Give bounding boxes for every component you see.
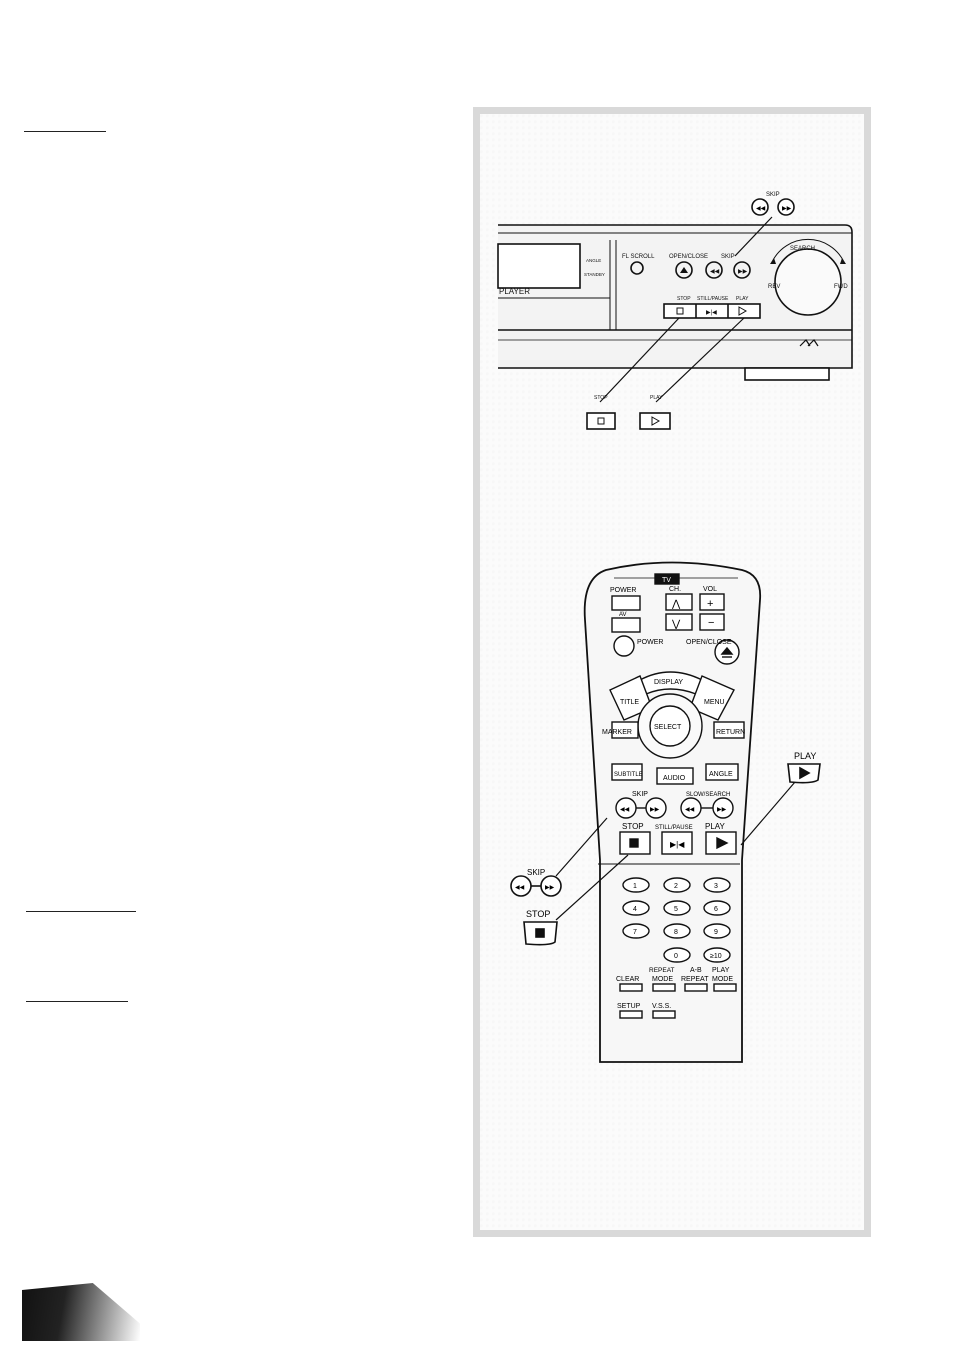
remote-select-label: SELECT xyxy=(654,724,682,731)
player-standby: STANDBY xyxy=(584,272,605,277)
remote-open-close-label: OPEN/CLOSE xyxy=(686,639,732,646)
remote-skip-back-icon: ◀◀ xyxy=(620,807,630,813)
remote-stop-label: STOP xyxy=(622,822,644,831)
skip-back-icon: ◀◀ xyxy=(756,206,766,212)
remote-ab-repeat-1: A-B xyxy=(690,967,702,974)
remote-power-label: POWER xyxy=(610,587,636,594)
remote-ab-repeat-2: REPEAT xyxy=(681,976,709,983)
player-angle: ANGLE xyxy=(586,258,601,263)
remote-key-7: 7 xyxy=(633,929,637,936)
remote-key-2: 2 xyxy=(674,883,678,890)
player-stop: STOP xyxy=(677,296,691,302)
remote-buttons xyxy=(609,573,745,1019)
vol-down-icon: − xyxy=(708,617,714,629)
remote-subtitle-label: SUBTITLE xyxy=(614,772,643,778)
remote-slow-search-label: SLOW/SEARCH xyxy=(686,792,730,798)
remote-key-6: 6 xyxy=(714,906,718,913)
remote-clear-label: CLEAR xyxy=(616,976,639,983)
remote-slow-forward-icon: ▶▶ xyxy=(717,807,727,813)
remote-display-label: DISPLAY xyxy=(654,679,683,686)
player-skip-leader xyxy=(734,216,773,257)
remote-key-9: 9 xyxy=(714,929,718,936)
remote-key-0: 0 xyxy=(674,953,678,960)
callout-skip-forward-icon: ▶▶ xyxy=(545,885,555,891)
remote-ch-label: CH. xyxy=(669,586,681,593)
player-skip-callout-buttons xyxy=(751,198,795,216)
remote-callouts xyxy=(555,781,796,921)
remote-labels: TV POWER CH. VOL AV ⋀ ⋁ + − POWER OPEN/C… xyxy=(602,577,745,1010)
svg-text:▶|◀: ▶|◀ xyxy=(706,310,717,316)
callout-player-stop: STOP xyxy=(594,395,608,401)
player-stop-callout-button xyxy=(586,412,616,430)
player-fl-scroll: FL SCROLL xyxy=(622,254,655,260)
player-still-pause: STILL/PAUSE xyxy=(697,296,729,302)
remote-play-mode-2: MODE xyxy=(712,976,733,983)
player-brand: PLAYER xyxy=(499,287,530,296)
player-play-leader xyxy=(655,317,745,403)
remote-repeat-mode-2: MODE xyxy=(652,976,673,983)
section-rule-3 xyxy=(26,1001,128,1002)
remote-return-label: RETURN xyxy=(716,729,745,736)
remote-skip-forward-icon: ▶▶ xyxy=(650,807,660,813)
remote-av-label: AV xyxy=(619,612,627,618)
remote-play-callout-button xyxy=(787,763,821,784)
remote-repeat-mode-1: REPEAT xyxy=(649,967,675,974)
remote-setup-label: SETUP xyxy=(617,1003,641,1010)
remote-vol-label: VOL xyxy=(703,586,717,593)
callout-skip-back-icon: ◀◀ xyxy=(515,885,525,891)
player-open-close: OPEN/CLOSE xyxy=(669,254,708,260)
remote-key-8: 8 xyxy=(674,929,678,936)
svg-text:◀◀: ◀◀ xyxy=(710,269,720,275)
remote-key-5: 5 xyxy=(674,906,678,913)
callout-remote-skip: SKIP xyxy=(527,868,545,877)
player-skip-label: SKIP xyxy=(766,192,780,198)
remote-title-label: TITLE xyxy=(620,699,639,706)
remote-key-1: 1 xyxy=(633,883,637,890)
remote-key-3: 3 xyxy=(714,883,718,890)
dvd-player-front: ◀◀ ▶▶ ▶|◀ xyxy=(497,224,853,381)
callout-remote-stop: STOP xyxy=(526,909,550,919)
ch-up-icon: ⋀ xyxy=(671,599,681,610)
player-fwd: FWD xyxy=(834,284,848,290)
skip-forward-icon: ▶▶ xyxy=(782,206,792,212)
remote-marker-label: MARKER xyxy=(602,729,632,736)
svg-text:▶▶: ▶▶ xyxy=(738,269,748,275)
remote-menu-label: MENU xyxy=(704,699,725,706)
remote-still-pause-icon: ▶|◀ xyxy=(670,840,685,849)
section-rule-1 xyxy=(24,131,106,132)
remote-still-pause-label: STILL/PAUSE xyxy=(655,825,693,831)
callout-remote-play: PLAY xyxy=(794,751,816,761)
callout-player-play: PLAY xyxy=(650,395,663,401)
player-rev: REV xyxy=(768,284,780,290)
remote-power-dvd-label: POWER xyxy=(637,639,663,646)
player-play-callout-button xyxy=(639,412,671,430)
remote-slow-back-icon: ◀◀ xyxy=(685,807,695,813)
remote-stop-callout-button xyxy=(523,921,558,946)
remote-key-10: ≥10 xyxy=(710,953,722,960)
remote-audio-label: AUDIO xyxy=(663,775,686,782)
remote-play-mode-1: PLAY xyxy=(712,967,730,974)
player-play: PLAY xyxy=(736,296,749,302)
player-skip-small: SKIP xyxy=(721,254,735,260)
remote-play-label: PLAY xyxy=(705,822,726,831)
remote-vss-label: V.S.S. xyxy=(652,1003,671,1010)
remote-skip-callout-buttons xyxy=(510,875,562,897)
remote-tv-label: TV xyxy=(662,577,671,584)
remote-skip-label: SKIP xyxy=(632,791,648,798)
player-stop-leader xyxy=(599,317,680,403)
remote-key-4: 4 xyxy=(633,906,637,913)
section-rule-2 xyxy=(26,911,136,912)
ch-down-icon: ⋁ xyxy=(671,619,681,630)
remote-angle-label: ANGLE xyxy=(709,771,733,778)
vol-up-icon: + xyxy=(707,598,713,610)
player-search: SEARCH xyxy=(790,246,815,252)
